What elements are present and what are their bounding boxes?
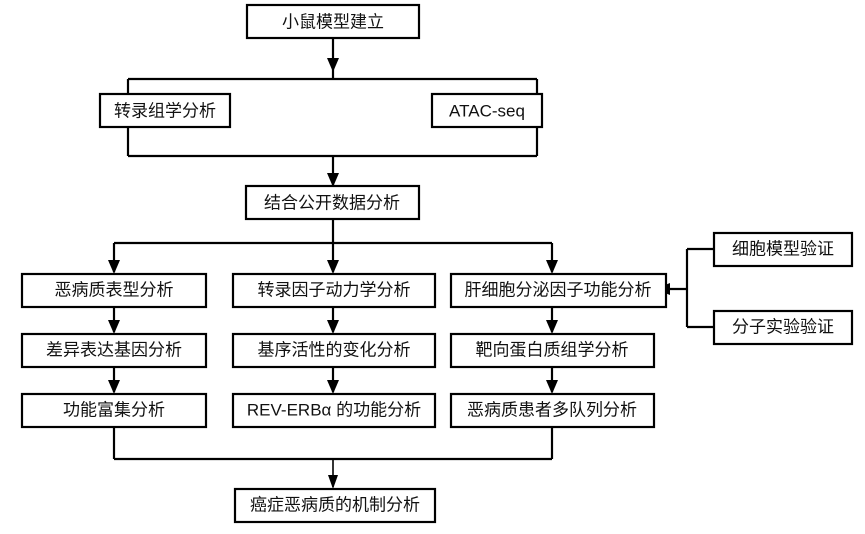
node-mouse-model-label: 小鼠模型建立 (282, 12, 384, 31)
node-targeted-proteomics[interactable]: 靶向蛋白质组学分析 (449, 332, 656, 369)
node-layer: 小鼠模型建立 转录组学分析 ATAC-seq 结合公开数据分析 恶病质表型分析 (20, 3, 854, 524)
node-cell-model-validation-label: 细胞模型验证 (732, 239, 834, 258)
arrowhead-motif (327, 320, 339, 334)
node-cachexia-cohort-box[interactable] (449, 392, 656, 429)
node-functional-enrichment[interactable]: 功能富集分析 (20, 392, 208, 429)
node-cachexia-phenotype-label: 恶病质表型分析 (55, 280, 174, 299)
node-tf-dynamics-box[interactable] (231, 272, 437, 309)
node-rev-erba[interactable]: REV-ERBα 的功能分析 (231, 392, 437, 429)
node-mechanism-box[interactable] (233, 487, 437, 524)
node-motif-activity[interactable]: 基序活性的变化分析 (231, 332, 437, 369)
node-atac-seq[interactable]: ATAC-seq (430, 92, 544, 129)
node-targeted-proteomics-label: 靶向蛋白质组学分析 (476, 340, 629, 359)
node-cachexia-phenotype-box[interactable] (20, 272, 208, 309)
arrowhead-publicdata-down (327, 173, 339, 187)
node-hepatocyte-factor[interactable]: 肝细胞分泌因子功能分析 (449, 272, 668, 309)
node-motif-activity-box[interactable] (231, 332, 437, 369)
node-mechanism[interactable]: 癌症恶病质的机制分析 (233, 487, 437, 524)
node-transcriptome-label: 转录组学分析 (114, 101, 216, 120)
node-tf-dynamics-label: 转录因子动力学分析 (258, 280, 411, 299)
node-deg-analysis-label: 差异表达基因分析 (46, 340, 182, 359)
node-rev-erba-label: REV-ERBα 的功能分析 (247, 400, 421, 419)
node-cachexia-cohort[interactable]: 恶病质患者多队列分析 (449, 392, 656, 429)
node-motif-activity-label: 基序活性的变化分析 (258, 340, 411, 359)
node-public-data-box[interactable] (244, 184, 421, 221)
node-molecular-validation[interactable]: 分子实验验证 (712, 309, 854, 346)
node-deg-analysis[interactable]: 差异表达基因分析 (20, 332, 208, 369)
node-deg-analysis-box[interactable] (20, 332, 208, 369)
node-hepatocyte-factor-label: 肝细胞分泌因子功能分析 (465, 280, 652, 299)
node-mouse-model[interactable]: 小鼠模型建立 (245, 3, 421, 40)
node-cachexia-cohort-label: 恶病质患者多队列分析 (467, 400, 637, 419)
node-transcriptome[interactable]: 转录组学分析 (98, 92, 232, 129)
node-cell-model-validation[interactable]: 细胞模型验证 (712, 231, 854, 268)
edge-layer (108, 38, 714, 489)
node-tf-dynamics[interactable]: 转录因子动力学分析 (231, 272, 437, 309)
arrowhead-proteomics (546, 320, 558, 334)
arrowhead-branch-right (546, 260, 558, 274)
node-functional-enrichment-box[interactable] (20, 392, 208, 429)
arrowhead-branch-mid (327, 260, 339, 274)
node-cachexia-phenotype[interactable]: 恶病质表型分析 (20, 272, 208, 309)
arrowhead-cohort (546, 380, 558, 394)
node-transcriptome-box[interactable] (98, 92, 232, 129)
node-public-data[interactable]: 结合公开数据分析 (244, 184, 421, 221)
node-cell-model-validation-box[interactable] (712, 231, 854, 268)
arrowhead-mousemodel-down (327, 58, 339, 72)
arrowhead-deg (108, 320, 120, 334)
arrowhead-mechanism (328, 475, 338, 489)
node-hepatocyte-factor-box[interactable] (449, 272, 668, 309)
node-molecular-validation-label: 分子实验验证 (732, 317, 834, 336)
node-atac-seq-box[interactable] (430, 92, 544, 129)
arrowhead-branch-left (108, 260, 120, 274)
node-functional-enrichment-label: 功能富集分析 (63, 400, 165, 419)
node-public-data-label: 结合公开数据分析 (264, 193, 400, 212)
node-rev-erba-box[interactable] (231, 392, 437, 429)
arrowhead-enrichment (108, 380, 120, 394)
node-atac-seq-label: ATAC-seq (449, 101, 525, 120)
arrowhead-reverba (327, 380, 339, 394)
node-targeted-proteomics-box[interactable] (449, 332, 656, 369)
node-mechanism-label: 癌症恶病质的机制分析 (250, 495, 420, 514)
node-mouse-model-box[interactable] (245, 3, 421, 40)
node-molecular-validation-box[interactable] (712, 309, 854, 346)
